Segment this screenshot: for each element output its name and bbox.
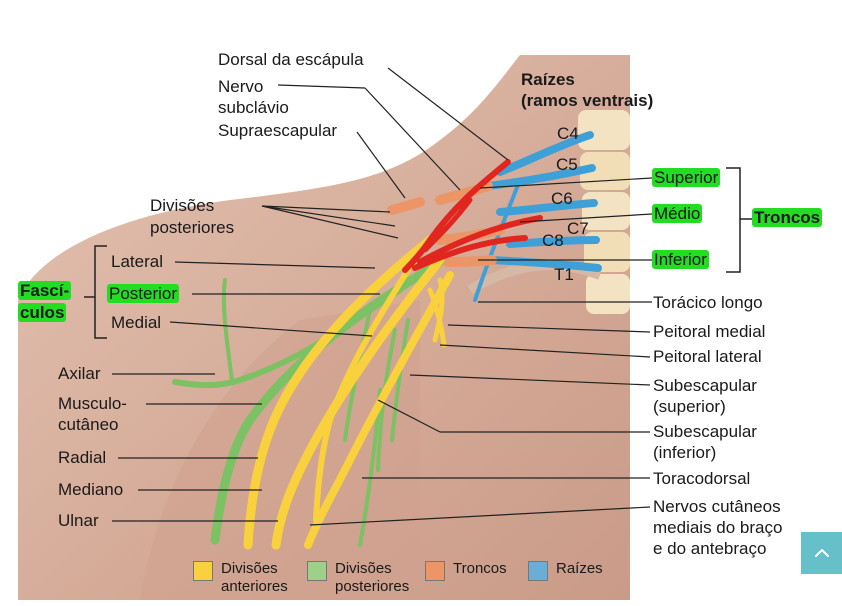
label-posterior: Posterior (107, 284, 180, 303)
label-c6: C6 (551, 189, 573, 208)
legend-item-raizes: Raízes (528, 560, 603, 581)
label-cutaneos-2: mediais do braço (653, 518, 783, 537)
label-c4: C4 (557, 124, 579, 143)
label-raizes: Raízes (521, 70, 575, 89)
anterior-divisions (243, 235, 454, 550)
legend-swatch-troncos (425, 561, 445, 581)
label-musculo: Musculo- (58, 394, 127, 413)
label-subescapular-superior: Subescapular (653, 376, 757, 395)
label-cutaneo: cutâneo (58, 415, 119, 434)
label-supraescapular: Supraescapular (218, 121, 338, 140)
label-dorsal-da-escapula: Dorsal da escápula (218, 50, 364, 69)
label-toracodorsal: Toracodorsal (653, 469, 751, 488)
label-medial: Medial (111, 313, 162, 332)
label-mediano: Mediano (58, 480, 124, 499)
label-radial: Radial (58, 448, 107, 467)
scroll-to-top-button[interactable] (801, 532, 842, 574)
label-axilar: Axilar (58, 364, 101, 383)
label-toracico-longo: Torácico longo (653, 293, 763, 312)
legend-swatch-anterior (193, 561, 213, 581)
label-subclavio: subclávio (218, 98, 289, 117)
label-t1: T1 (554, 265, 574, 284)
label-medio-trunk: Médio (652, 204, 703, 223)
label-cutaneos-1: Nervos cutâneos (653, 497, 781, 516)
label-c7: C7 (567, 219, 589, 238)
legend-item-troncos: Troncos (425, 560, 507, 581)
label-c8: C8 (542, 231, 564, 250)
legend-swatch-posterior (307, 561, 327, 581)
label-superior-paren: (superior) (653, 397, 726, 416)
label-peitoral-medial: Peitoral medial (653, 322, 766, 341)
label-cutaneos-3: e do antebraço (653, 539, 767, 558)
roots (473, 131, 602, 302)
red-annotation (402, 159, 543, 273)
leader-lines (112, 67, 653, 526)
label-superior-trunk: Superior (652, 168, 721, 187)
legend-swatch-raizes (528, 561, 548, 581)
label-peitoral-lateral: Peitoral lateral (653, 347, 762, 366)
vertebral-column (578, 110, 630, 314)
label-inferior-paren: (inferior) (653, 443, 717, 462)
label-ulnar: Ulnar (58, 511, 99, 530)
label-posteriores: posteriores (150, 218, 235, 237)
label-ramos-ventrais: (ramos ventrais) (521, 91, 654, 110)
label-fasciculos: Fascí-culos (18, 281, 72, 322)
brackets (84, 167, 752, 339)
chevron-up-icon (814, 549, 829, 557)
label-lateral: Lateral (111, 252, 163, 271)
label-inferior-trunk: Inferior (652, 250, 709, 269)
label-nervo: Nervo (218, 77, 264, 96)
label-divisoes: Divisões (150, 196, 215, 215)
label-c5: C5 (556, 155, 578, 174)
label-troncos: Troncos (752, 208, 823, 227)
label-subescapular-inferior: Subescapular (653, 422, 757, 441)
